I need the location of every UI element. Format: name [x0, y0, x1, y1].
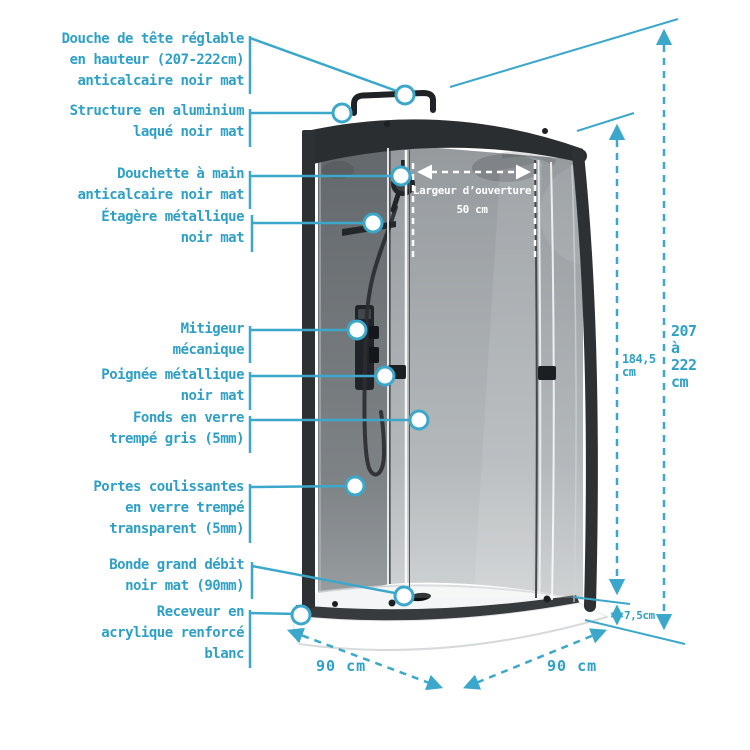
label-douchette: Douchette à main anticalcaire noir mat — [77, 166, 244, 203]
head-shower-arm — [351, 90, 436, 116]
dim-depth-text: 90 cm — [316, 657, 367, 675]
door-handle-right — [538, 366, 556, 380]
marker-mitigeur — [346, 319, 368, 341]
marker-receveur — [290, 604, 312, 626]
marker-douche-de-tete — [394, 84, 416, 106]
label-receveur: Receveur en acrylique renforcé blanc — [101, 604, 244, 662]
connector-poignee — [248, 372, 383, 410]
cabin — [293, 90, 644, 651]
dim-total-height-text: 207 à 222 cm — [671, 322, 697, 391]
connector-mitigeur — [248, 326, 355, 363]
marker-etagere — [362, 212, 384, 234]
connector-douchette — [248, 171, 399, 209]
ext-line-top-total — [449, 18, 679, 88]
frame-post-right — [572, 148, 598, 612]
part-markers — [290, 84, 430, 626]
annotations — [248, 18, 686, 691]
back-wall-left — [318, 144, 390, 596]
shower-hose — [362, 205, 398, 477]
connector-portes — [248, 484, 354, 543]
door-reflection-band — [474, 162, 542, 596]
dim-glass-height-text: 184,5 cm — [622, 352, 656, 379]
dim-depth-left — [286, 627, 444, 691]
label-portes: Portes coulissantes en verre trempé tran… — [93, 479, 244, 537]
door-rollers — [332, 121, 551, 607]
frame-post-left — [302, 130, 315, 608]
label-structure: Structure en aluminium laqué noir mat — [69, 103, 245, 140]
label-etagere: Étagère métallique noir mat — [101, 209, 244, 246]
marker-fonds — [408, 409, 430, 431]
dim-opening-width-text: Largeur d’ouverture 50 cm — [412, 184, 532, 216]
ext-line-top-glass — [576, 112, 635, 132]
label-poignee: Poignée métallique noir mat — [101, 367, 244, 404]
connector-structure — [248, 109, 340, 147]
marker-bonde — [393, 585, 415, 607]
marker-poignee — [374, 365, 396, 387]
left-wall-shadow — [322, 161, 354, 179]
tray-rim — [294, 595, 580, 621]
ext-line-floor — [584, 619, 686, 645]
connector-fonds — [248, 416, 417, 453]
opening-dimension — [411, 163, 537, 262]
label-fonds: Fonds en verre trempé gris (5mm) — [109, 410, 244, 447]
connector-etagere — [250, 215, 371, 252]
marker-douchette — [390, 165, 412, 187]
dim-width-text: 90 cm — [547, 657, 598, 675]
label-bonde: Bonde grand débit noir mat (90mm) — [109, 557, 244, 594]
ext-line-tray-top — [572, 596, 631, 605]
connector-douche-de-tete — [248, 36, 406, 96]
top-frame-band — [302, 119, 583, 164]
marker-structure — [331, 102, 353, 124]
dim-tray-height-text: 7,5cm — [624, 609, 655, 622]
label-mitigeur: Mitigeur mécanique — [172, 321, 245, 358]
connector-bonde — [250, 562, 401, 599]
marker-portes — [344, 475, 366, 497]
label-douche-de-tete: Douche de tête réglable en hauteur (207-… — [61, 31, 245, 89]
